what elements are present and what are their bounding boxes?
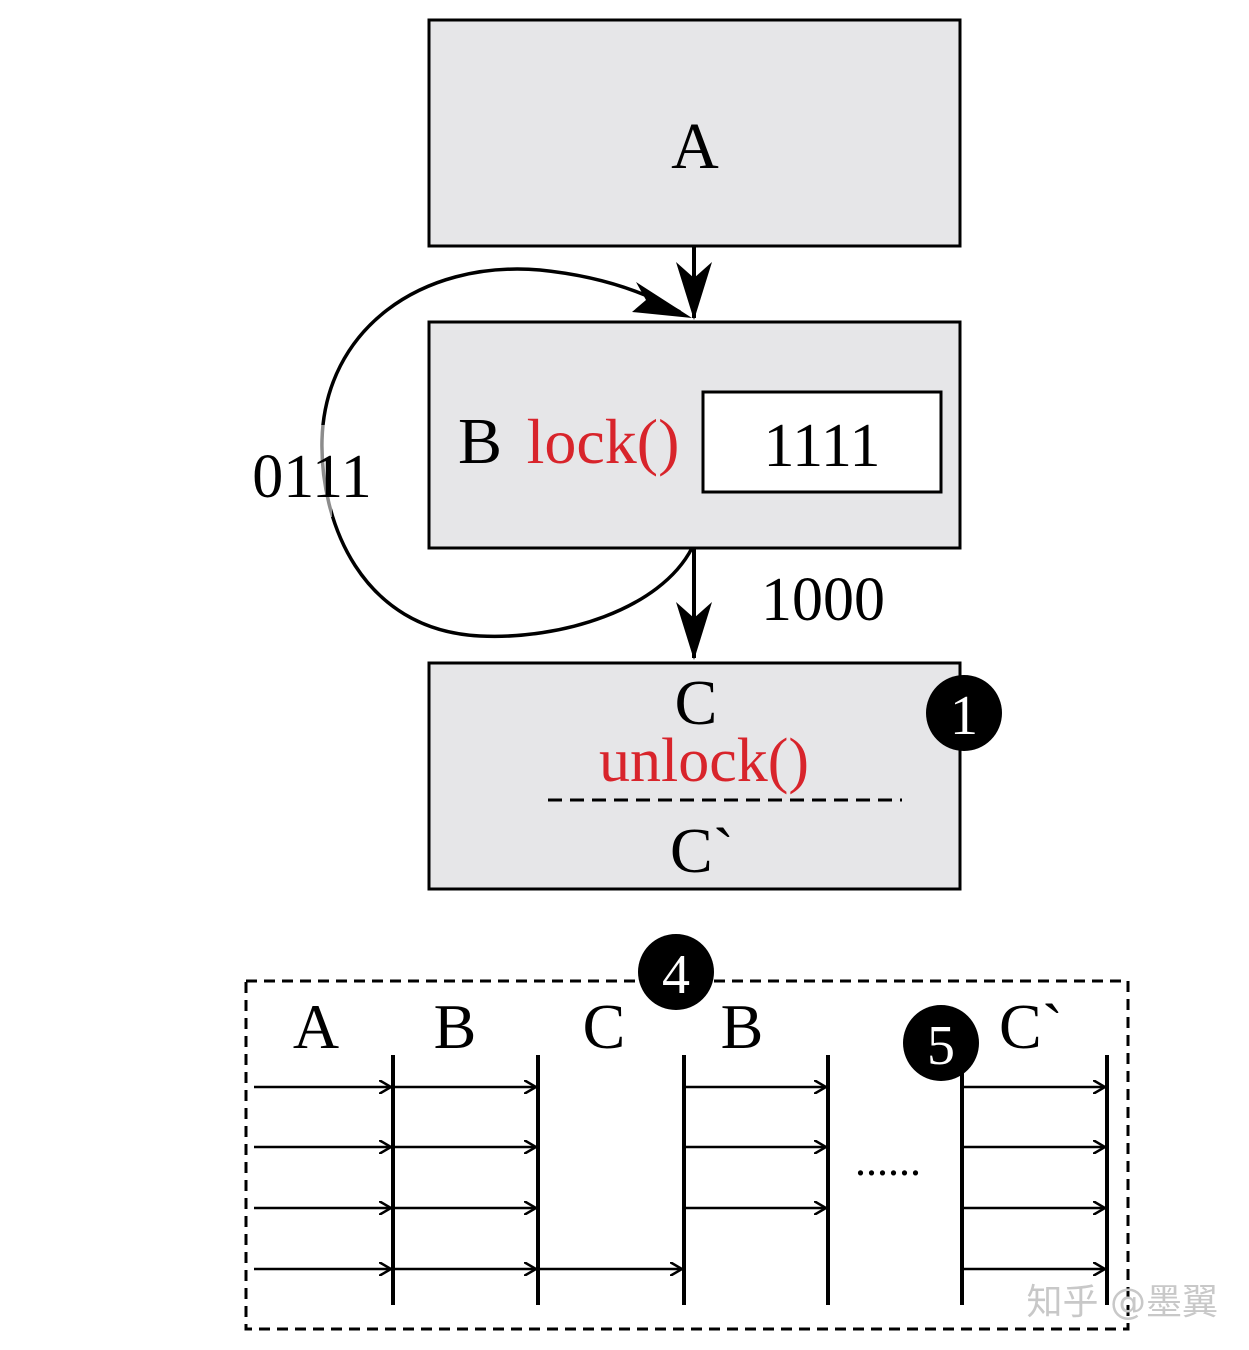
phase-label-b: B (434, 991, 477, 1062)
badge-4-label: 4 (662, 944, 690, 1006)
badge-1-label: 1 (950, 685, 978, 747)
down-label: 1000 (761, 566, 885, 634)
arrow-b-to-c-head (676, 602, 712, 660)
timeline-ellipsis: ...... (855, 1136, 921, 1185)
box-a-label: A (671, 110, 719, 183)
badge-5 (903, 1005, 979, 1081)
badge-1 (926, 675, 1002, 751)
badge-4 (638, 934, 714, 1010)
box-c-prime-label: C` (670, 815, 734, 886)
box-a (427, 18, 962, 248)
box-b-lock-call: lock() (527, 406, 680, 477)
watermark: 知乎 @墨翼 (1027, 1282, 1218, 1323)
loop-arrow-head (632, 282, 692, 318)
timeline-frame (244, 979, 1130, 1331)
phase-label-c: C (583, 991, 626, 1062)
box-b-value: 1111 (763, 412, 880, 480)
box-b-value-box (701, 390, 943, 494)
phase-label-b-second: B (721, 991, 764, 1062)
box-b-label: B (458, 405, 502, 478)
loop-arrow-label-gap (314, 425, 332, 517)
box-c-unlock-call: unlock() (599, 727, 809, 795)
box-c (427, 661, 962, 891)
thread-arrows (254, 1087, 1105, 1269)
badge-5-label: 5 (927, 1015, 955, 1077)
phase-label-a: A (293, 991, 339, 1062)
loop-label: 0111 (252, 443, 371, 511)
timeline-barriers (391, 1055, 1109, 1305)
phase-label-c-prime: C` (999, 991, 1063, 1062)
arrow-a-to-b-head (676, 262, 712, 320)
box-c-label: C (675, 667, 718, 738)
